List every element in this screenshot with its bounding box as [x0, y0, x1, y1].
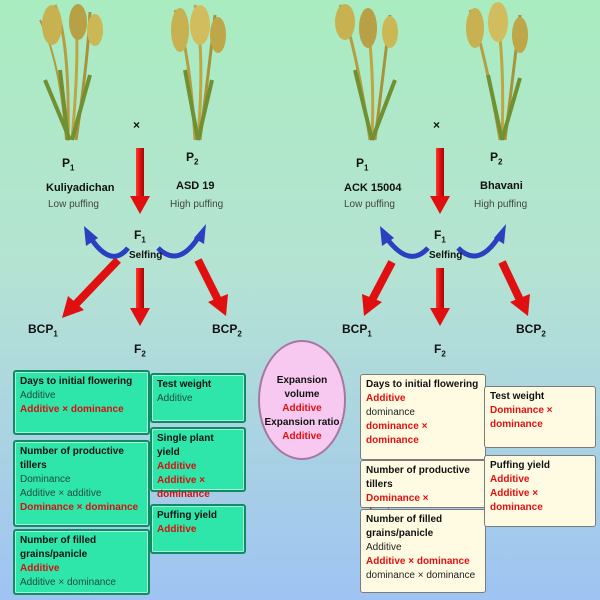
gene-action-item: Dominance × dominance: [20, 502, 139, 513]
left-f2-label: F2: [134, 342, 146, 359]
left-selfing-label: Selfing: [129, 250, 163, 261]
gene-action-item: Additive: [490, 474, 530, 485]
right-f1-label: F1: [434, 228, 446, 245]
trait-title: Days to initial flowering: [366, 379, 479, 390]
left-bcp2-label: BCP2: [212, 322, 242, 339]
trait-title: Puffing yield: [157, 510, 217, 521]
rice-plant-icon: [466, 2, 528, 141]
rice-plant-icon: [171, 4, 226, 141]
trait-title: Number of productive tillers: [20, 446, 124, 471]
trait-title: Number of filled grains/panicle: [20, 535, 97, 560]
rice-plant-icon: [335, 4, 398, 141]
left-p2-trait: High puffing: [170, 199, 224, 210]
gene-action-item: Dominance × dominance: [490, 405, 553, 430]
gene-action-item: Additive: [20, 390, 56, 401]
right-p1-name: ACK 15004: [344, 182, 402, 194]
cross-symbol-left: ×: [133, 118, 141, 132]
trait-title: Test weight: [490, 391, 545, 402]
right-bcp1-label: BCP1: [342, 322, 372, 339]
left-p2-name: ASD 19: [176, 180, 215, 192]
gene-action-item: Additive × dominance: [20, 577, 116, 588]
right-p2-trait: High puffing: [474, 199, 528, 210]
expansion-volume-value: Additive: [282, 403, 322, 414]
arrow-p-to-f1-right: [430, 148, 450, 214]
trait-title: Test weight: [157, 379, 212, 390]
left-p1-trait: Low puffing: [48, 199, 99, 210]
expansion-volume-title: Expansion volume: [276, 375, 328, 400]
right-bcp2-label: BCP2: [516, 322, 546, 339]
left-p1-name: Kuliyadichan: [46, 182, 115, 194]
right-f2-label: F2: [434, 342, 446, 359]
expansion-ratio-title: Expansion ratio: [264, 417, 340, 428]
gene-action-item: Additive: [366, 393, 406, 404]
backcross-curve-arrow-right-2: [456, 224, 506, 259]
backcross-curve-arrow-left-2: [156, 224, 206, 259]
arrow-p-to-f1-left: [130, 148, 150, 214]
expansion-ellipse: Expansion volume Additive Expansion rati…: [258, 340, 346, 460]
arrow-f1-to-bcp1-right: [362, 260, 396, 316]
gene-action-item: Additive × dominance: [490, 488, 543, 513]
left-bcp1-label: BCP1: [28, 322, 58, 339]
right-p1-trait: Low puffing: [344, 199, 395, 210]
gene-action-item: dominance: [366, 407, 415, 418]
gene-action-item: Dominance: [20, 474, 71, 485]
trait-title: Number of productive tillers: [366, 465, 470, 490]
left-p1-label: P1: [62, 156, 75, 173]
rice-plant-icon: [39, 4, 103, 141]
arrow-f1-to-f2-left: [130, 268, 150, 326]
arrow-f1-to-bcp2-left: [194, 258, 228, 316]
gene-action-item: Additive: [20, 563, 60, 574]
trait-title: Number of filled grains/panicle: [366, 514, 443, 539]
right-selfing-label: Selfing: [429, 250, 463, 261]
gene-action-item: dominance × dominance: [366, 570, 476, 581]
cross-symbol-right: ×: [433, 118, 441, 132]
left-p2-label: P2: [186, 150, 199, 167]
trait-title: Days to initial flowering: [20, 376, 133, 387]
backcross-curve-arrow-right-1: [380, 226, 430, 259]
gene-action-item: Additive: [366, 542, 402, 553]
gene-action-item: dominance × dominance: [366, 421, 428, 446]
left-f1-label: F1: [134, 228, 146, 245]
gene-action-item: Additive × dominance: [366, 556, 470, 567]
expansion-ratio-value: Additive: [282, 431, 322, 442]
arrow-f1-to-bcp2-right: [498, 260, 530, 316]
right-p1-label: P1: [356, 156, 369, 173]
right-p2-name: Bhavani: [480, 180, 523, 192]
gene-action-item: Additive × dominance: [157, 475, 210, 500]
gene-action-item: Additive × additive: [20, 488, 102, 499]
gene-action-item: Additive: [157, 524, 197, 535]
trait-title: Single plant yield: [157, 433, 214, 458]
arrow-f1-to-f2-right: [430, 268, 450, 326]
trait-title: Puffing yield: [490, 460, 550, 471]
arrow-f1-to-bcp1-left: [62, 257, 121, 318]
right-p2-label: P2: [490, 150, 503, 167]
gene-action-item: Additive × dominance: [20, 404, 124, 415]
backcross-curve-arrow-left-1: [84, 226, 130, 259]
gene-action-item: Additive: [157, 393, 193, 404]
gene-action-item: Additive: [157, 461, 197, 472]
